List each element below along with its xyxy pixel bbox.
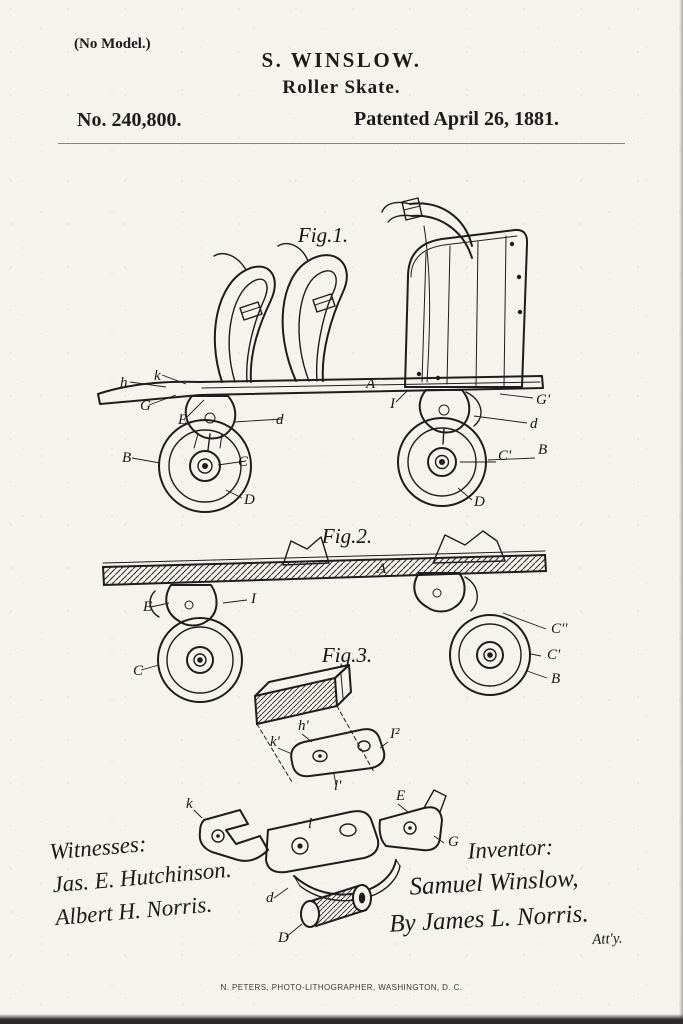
scan-edge-bottom: [0, 1014, 683, 1024]
figure-1-caption: Fig.1.: [297, 223, 348, 247]
part-label-h: h: [120, 375, 128, 391]
rear-wheel: [449, 614, 531, 696]
part-label-D-left: D: [243, 492, 255, 508]
front-wheel: [158, 419, 252, 513]
plate-section: [101, 550, 548, 587]
rear-truck: [413, 572, 478, 613]
toe-straps: [213, 243, 348, 383]
part-label-C: C: [133, 663, 144, 679]
part-label-D-right: D: [473, 494, 485, 510]
front-truck: [184, 395, 237, 451]
block-part: [253, 664, 352, 726]
part-label-A: A: [365, 376, 376, 392]
figure-2-part-labels: A E I C C'' C' B: [133, 561, 568, 687]
heel-strap: [381, 197, 473, 383]
front-wheel: [157, 617, 243, 703]
part-label-C: C: [238, 454, 249, 470]
part-label-G: G: [448, 834, 459, 850]
part-label-I: I: [250, 591, 257, 607]
header-rule: [58, 143, 625, 144]
no-model-note: (No Model.): [74, 36, 151, 52]
figure-2-drawing: Fig.2.: [101, 524, 568, 703]
axle-part: [300, 884, 372, 928]
part-label-B: B: [551, 671, 560, 687]
guide-line-left: [256, 723, 293, 783]
part-label-l-prime: l': [334, 778, 342, 794]
figure-3-caption: Fig.3.: [321, 643, 372, 667]
lower-assembly: [198, 789, 447, 902]
part-label-G-prime: G': [536, 392, 551, 408]
heel-cup: [404, 228, 529, 388]
rear-truck: [418, 389, 482, 445]
part-label-C-prime: C': [498, 448, 512, 464]
inventor-block: Inventor: Samuel Winslow, By James L. No…: [385, 829, 651, 959]
part-label-G: G: [140, 398, 151, 414]
part-label-E: E: [395, 788, 405, 804]
invention-title: Roller Skate.: [282, 77, 401, 98]
figure-3-part-labels: k' h' I² l' k l E G d D: [186, 718, 459, 946]
front-truck: [149, 584, 218, 627]
part-label-B-left: B: [122, 450, 131, 466]
part-label-C-double-prime: C'': [551, 621, 568, 637]
part-label-A: A: [376, 561, 387, 577]
part-label-k: k: [186, 796, 193, 812]
part-label-I-squared: I²: [389, 726, 400, 742]
part-label-I: I: [389, 396, 396, 412]
figure-3-drawing: Fig.3.: [186, 643, 459, 946]
figure-1-part-labels: h k G E A I G' d d C C' B B D D: [120, 368, 551, 510]
part-label-d-right: d: [530, 416, 538, 432]
figure-2-caption: Fig.2.: [321, 524, 372, 548]
part-label-h-prime: h': [298, 718, 310, 734]
part-label-C-prime: C': [547, 647, 561, 663]
scan-edge-right: [679, 0, 683, 1024]
part-label-k-prime: k': [270, 734, 281, 750]
patent-inventor-heading: S. WINSLOW.: [261, 48, 422, 72]
patent-number: No. 240,800.: [77, 109, 182, 131]
part-label-E: E: [177, 412, 187, 428]
part-label-d-left: d: [276, 412, 284, 428]
part-label-k: k: [154, 368, 161, 384]
patent-date: Patented April 26, 1881.: [354, 108, 559, 130]
part-label-D: D: [277, 930, 289, 946]
lithographer-line: N. PETERS, PHOTO-LITHOGRAPHER, WASHINGTO…: [220, 983, 463, 992]
foot-plate: [97, 375, 544, 405]
part-label-B-right: B: [538, 442, 547, 458]
part-label-l: l: [308, 816, 312, 832]
inventor-signature: Samuel Winslow,: [408, 864, 579, 901]
guide-line-right: [336, 705, 375, 773]
part-label-d: d: [266, 890, 274, 906]
part-label-E: E: [142, 599, 152, 615]
figure-1-drawing: Fig.1.: [97, 197, 551, 513]
